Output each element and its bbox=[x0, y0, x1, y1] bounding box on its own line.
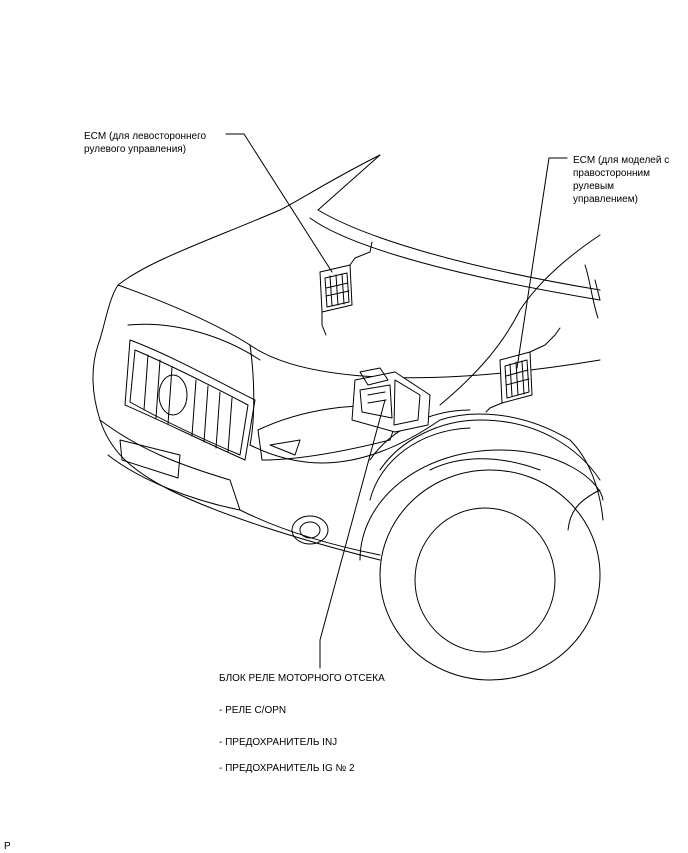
ecm-lhd-label: ECM (для левостороннего рулевого управле… bbox=[84, 131, 207, 155]
ecm-lhd-unit bbox=[319, 241, 373, 336]
fender-arch bbox=[369, 419, 601, 501]
relay-block-label: БЛОК РЕЛЕ МОТОРНОГО ОТСЕКА bbox=[219, 673, 385, 684]
front-bumper bbox=[99, 419, 381, 556]
front-wheel bbox=[359, 449, 604, 681]
fuse-item-ig2: - ПРЕДОХРАНИТЕЛЬ IG № 2 bbox=[219, 763, 355, 774]
fog-lamp bbox=[291, 515, 329, 545]
ecm-rhd-label: ECM (для моделей с правосторонним рулевы… bbox=[573, 155, 670, 205]
grille bbox=[124, 339, 256, 461]
leader-lines bbox=[225, 133, 568, 669]
engine-room-relay-block bbox=[351, 367, 431, 433]
fuse-item-inj: - ПРЕДОХРАНИТЕЛЬ INJ bbox=[219, 737, 338, 748]
ecm-rhd-unit bbox=[485, 327, 561, 413]
corner-mark: P bbox=[4, 841, 11, 852]
relay-item-copn: - РЕЛЕ C/OPN bbox=[219, 705, 287, 716]
